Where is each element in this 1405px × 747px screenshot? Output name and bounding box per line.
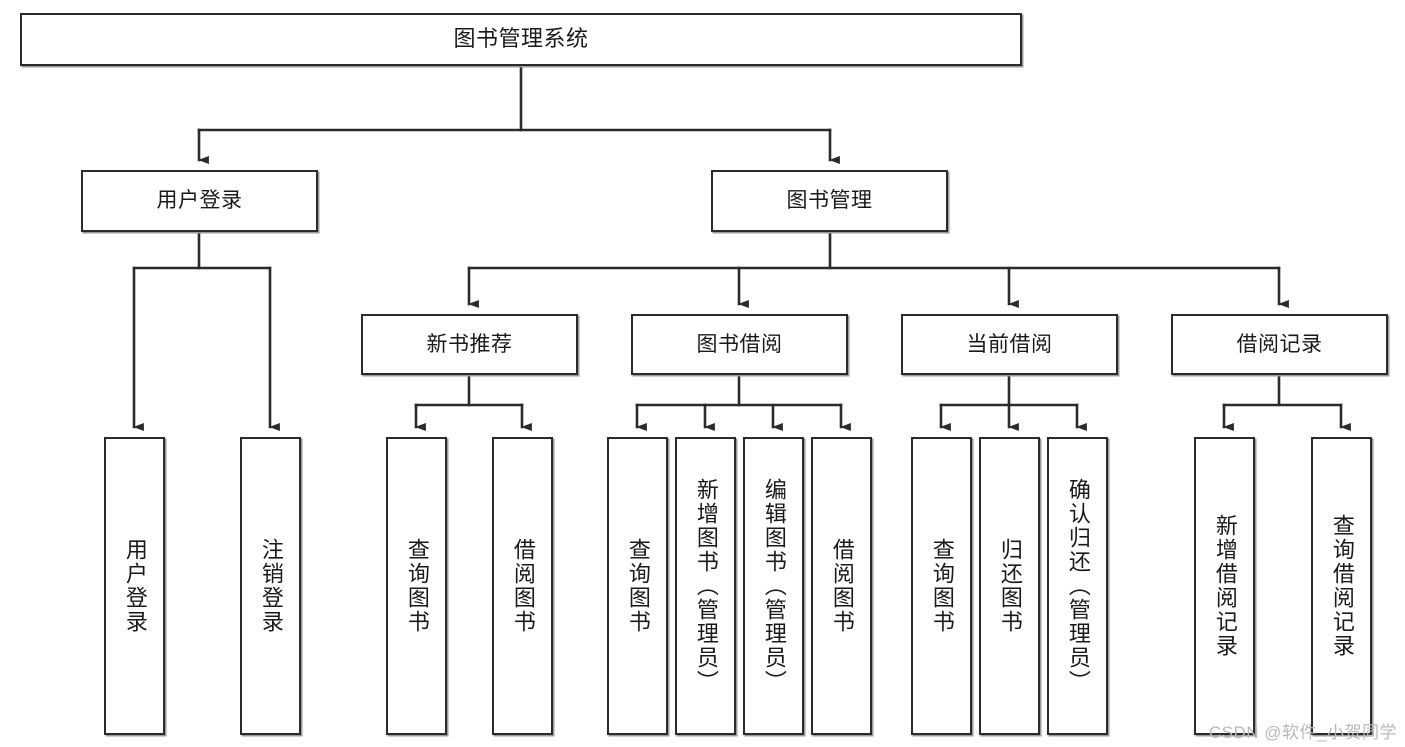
node-leaf-add-record-label: 新增借阅记录 (1212, 514, 1238, 658)
node-leaf-query-book-3[interactable]: 查询图书 (911, 437, 972, 735)
node-current-borrow[interactable]: 当前借阅 (901, 314, 1118, 375)
node-leaf-user-login-label: 用户登录 (122, 538, 148, 634)
node-leaf-borrow-book-2-label: 借阅图书 (829, 538, 855, 634)
node-leaf-query-record-label: 查询借阅记录 (1329, 514, 1355, 658)
node-book-manage-label: 图书管理 (786, 189, 873, 213)
node-leaf-confirm-return[interactable]: 确认归还（管理员） (1047, 437, 1108, 735)
node-leaf-query-book-1[interactable]: 查询图书 (386, 437, 447, 735)
node-book-manage[interactable]: 图书管理 (711, 170, 948, 232)
node-leaf-edit-book[interactable]: 编辑图书（管理员） (743, 437, 804, 735)
node-new-book-recommend[interactable]: 新书推荐 (361, 314, 578, 375)
node-current-borrow-label: 当前借阅 (966, 332, 1053, 356)
node-leaf-add-book[interactable]: 新增图书（管理员） (675, 437, 736, 735)
node-root[interactable]: 图书管理系统 (20, 13, 1022, 66)
node-user-login[interactable]: 用户登录 (81, 170, 318, 232)
node-leaf-logout-login[interactable]: 注销登录 (240, 437, 301, 735)
node-leaf-borrow-book-1-label: 借阅图书 (510, 538, 536, 634)
node-user-login-label: 用户登录 (156, 189, 243, 213)
node-leaf-logout-login-label: 注销登录 (258, 538, 284, 634)
node-borrow-record-label: 借阅记录 (1236, 332, 1323, 356)
node-leaf-user-login[interactable]: 用户登录 (104, 437, 165, 735)
node-leaf-query-book-1-label: 查询图书 (404, 538, 430, 634)
node-leaf-query-book-3-label: 查询图书 (929, 538, 955, 634)
csdn-watermark: CSDN @软件_小贺同学 (1208, 723, 1397, 742)
node-leaf-edit-book-label: 编辑图书（管理员） (761, 478, 787, 694)
node-leaf-return-book-label: 归还图书 (997, 538, 1023, 634)
node-leaf-add-record[interactable]: 新增借阅记录 (1194, 437, 1255, 735)
node-leaf-query-book-2-label: 查询图书 (625, 538, 651, 634)
node-book-borrow[interactable]: 图书借阅 (631, 314, 848, 375)
node-leaf-add-book-label: 新增图书（管理员） (693, 478, 719, 694)
node-leaf-borrow-book-1[interactable]: 借阅图书 (492, 437, 553, 735)
node-root-label: 图书管理系统 (453, 26, 589, 52)
node-leaf-query-record[interactable]: 查询借阅记录 (1311, 437, 1372, 735)
node-leaf-borrow-book-2[interactable]: 借阅图书 (811, 437, 872, 735)
node-leaf-query-book-2[interactable]: 查询图书 (607, 437, 668, 735)
node-borrow-record[interactable]: 借阅记录 (1171, 314, 1388, 375)
node-leaf-confirm-return-label: 确认归还（管理员） (1065, 478, 1091, 694)
node-book-borrow-label: 图书借阅 (696, 332, 783, 356)
node-new-book-recommend-label: 新书推荐 (426, 332, 513, 356)
node-leaf-return-book[interactable]: 归还图书 (979, 437, 1040, 735)
